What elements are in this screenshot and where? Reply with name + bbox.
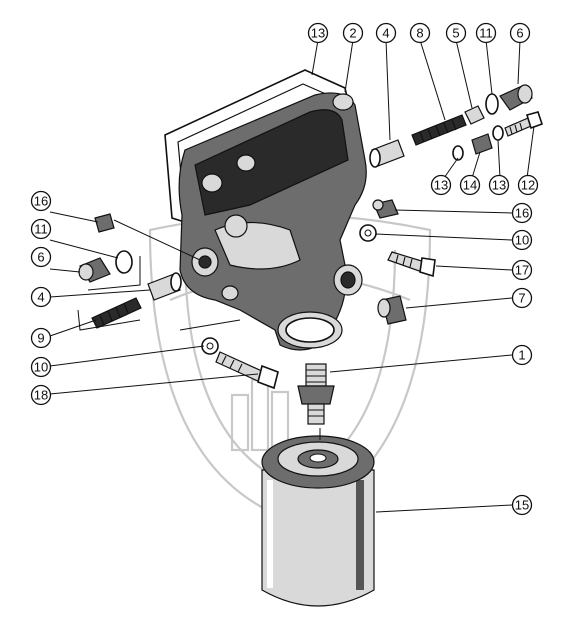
assembly-lines <box>77 219 321 440</box>
valve-right <box>464 105 485 125</box>
callout-15: 15 <box>511 494 533 516</box>
callout-5: 5 <box>445 22 467 44</box>
callout-16-left: 16 <box>30 190 52 212</box>
bolt-12 <box>504 111 544 137</box>
washer-10-left <box>201 337 219 355</box>
callout-10-right: 10 <box>511 229 533 251</box>
callout-label: 14 <box>463 178 477 193</box>
callout-7: 7 <box>511 287 533 309</box>
callout-4-left: 4 <box>30 286 52 308</box>
callout-label: 5 <box>452 26 459 41</box>
callout-17: 17 <box>511 259 533 281</box>
callout-label: 1 <box>518 348 525 363</box>
valve-sleeve-right <box>369 139 405 168</box>
callout-label: 8 <box>416 26 423 41</box>
callout-label: 11 <box>479 26 493 41</box>
callout-label: 10 <box>34 360 48 375</box>
callout-label: 4 <box>37 290 44 305</box>
plug-16-left <box>94 213 115 233</box>
callout-13-a: 13 <box>430 174 452 196</box>
filter-housing <box>178 92 367 351</box>
callout-label: 13 <box>434 178 448 193</box>
callout-13-b: 13 <box>488 174 510 196</box>
callout-6-left: 6 <box>30 246 52 268</box>
plug-16-right <box>372 199 399 219</box>
callout-8: 8 <box>409 22 431 44</box>
callout-11-top: 11 <box>475 22 497 44</box>
callout-9: 9 <box>30 327 52 349</box>
washer-11-right <box>485 93 499 115</box>
bolt-17 <box>387 251 436 278</box>
callout-label: 15 <box>515 498 529 513</box>
callout-label: 16 <box>515 206 529 221</box>
bolt-18 <box>215 351 279 390</box>
callout-4-top: 4 <box>375 22 397 44</box>
callout-label: 16 <box>34 194 48 209</box>
callout-11-left: 11 <box>30 218 52 240</box>
callout-16-right: 16 <box>511 202 533 224</box>
callout-label: 13 <box>492 178 506 193</box>
callout-12: 12 <box>517 174 539 196</box>
washer-11-left <box>115 250 133 274</box>
plug-6-right <box>499 84 533 111</box>
callout-label: 6 <box>516 26 523 41</box>
callout-10-left: 10 <box>30 356 52 378</box>
callout-label: 18 <box>34 388 48 403</box>
callout-label: 10 <box>515 233 529 248</box>
callout-2: 2 <box>342 22 364 44</box>
valve-sleeve-left <box>147 272 182 301</box>
plug-6-left <box>78 257 111 283</box>
callout-label: 2 <box>349 26 356 41</box>
washers-13-14 <box>452 125 504 161</box>
leader-lines <box>49 39 535 513</box>
callout-label: 6 <box>37 250 44 265</box>
callout-3: 13 <box>307 22 329 44</box>
callout-18: 18 <box>30 384 52 406</box>
callout-14: 14 <box>459 174 481 196</box>
callout-label: 12 <box>521 178 535 193</box>
washer-10-right <box>359 224 377 242</box>
callout-label: 7 <box>518 291 525 306</box>
plug-7 <box>377 295 407 325</box>
callout-label: 4 <box>382 26 389 41</box>
threaded-fitting <box>297 363 335 425</box>
filter-canister <box>261 435 375 607</box>
callout-label: 13 <box>311 26 325 41</box>
spring-left <box>91 297 142 329</box>
spring-right <box>411 114 467 146</box>
callout-1: 1 <box>511 344 533 366</box>
callout-6-top: 6 <box>509 22 531 44</box>
callout-label: 17 <box>515 263 529 278</box>
callout-label: 11 <box>34 222 48 237</box>
callout-label: 9 <box>37 331 44 346</box>
